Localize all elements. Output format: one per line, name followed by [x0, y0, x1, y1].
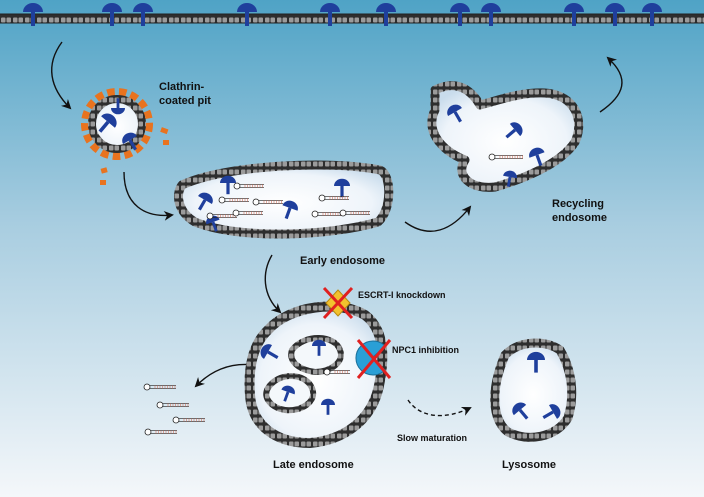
hairpin-rna-icon	[218, 196, 249, 204]
receptor-icon	[220, 175, 236, 195]
internal-receptors	[98, 98, 561, 420]
receptor-icon	[111, 98, 125, 115]
receptor-icon	[133, 3, 153, 26]
clathrin-pit-label-line2: coated pit	[159, 95, 211, 107]
plasma-membrane	[0, 13, 704, 24]
receptor-icon	[312, 339, 326, 356]
receptor-icon	[260, 344, 279, 359]
receptor-icon	[564, 3, 584, 26]
receptor-icon	[503, 170, 517, 187]
hairpin-rna-icon	[311, 210, 342, 218]
arrow-endocytosis	[51, 41, 72, 110]
receptor-icon	[320, 3, 340, 26]
hairpin-rna-icon	[156, 401, 189, 409]
late-endosome-label: Late endosome	[273, 459, 354, 471]
hairpin-rna-icon	[323, 368, 350, 376]
recycling-endosome-label-line1: Recycling	[552, 198, 604, 210]
slow-maturation-label: Slow maturation	[397, 433, 467, 443]
receptor-icon	[642, 3, 662, 26]
escrt-knockdown-label: ESCRT-I knockdown	[358, 290, 446, 300]
clathrin-pit-label-line1: Clathrin-	[159, 81, 205, 93]
escrt-block-icon	[322, 286, 354, 320]
receptor-icon	[481, 3, 501, 26]
receptor-icon	[447, 104, 462, 123]
receptor-icon	[237, 3, 257, 26]
receptor-icon	[198, 192, 213, 211]
arrow-pit-to-early	[123, 171, 174, 221]
hairpin-rna-icon	[233, 182, 264, 190]
receptor-icon	[542, 404, 561, 419]
lysosome-label: Lysosome	[502, 459, 556, 471]
recycling-endosome	[427, 81, 584, 192]
hairpin-rna-icon	[232, 209, 263, 217]
hairpin-rna-icon	[252, 198, 283, 206]
receptor-icon	[281, 385, 295, 402]
arrow-early-to-late	[264, 254, 282, 314]
receptor-icon	[527, 351, 545, 373]
arrow-slow-maturation	[407, 399, 472, 417]
surface-receptors	[23, 3, 662, 26]
receptor-icon	[376, 3, 396, 26]
receptor-icon	[505, 122, 523, 139]
hairpin-rna-icon	[339, 209, 370, 217]
receptor-icon	[450, 3, 470, 26]
receptor-icon	[122, 132, 137, 151]
npc1-inhibition-label: NPC1 inhibition	[392, 345, 459, 355]
receptor-icon	[605, 3, 625, 26]
receptor-icon	[282, 200, 298, 220]
hairpin-rna-icon	[143, 383, 176, 391]
hairpin-rna-icon	[488, 153, 523, 161]
hairpin-rna-icon	[172, 416, 205, 424]
receptor-icon	[23, 3, 43, 26]
receptor-icon	[529, 147, 545, 167]
recycling-endosome-label-line2: endosome	[552, 212, 607, 224]
npc1-pacman-icon	[355, 339, 392, 379]
hairpin-rnas	[143, 153, 523, 436]
receptor-icon	[321, 398, 335, 415]
arrow-recycling-to-surface	[599, 56, 623, 113]
receptor-icon	[334, 178, 350, 198]
arrow-early-to-recycling	[404, 205, 472, 232]
receptor-icon	[98, 113, 117, 133]
early-endosome-label: Early endosome	[300, 255, 385, 267]
late-endosome	[244, 301, 388, 448]
receptor-icon	[102, 3, 122, 26]
receptor-icon	[512, 402, 529, 420]
hairpin-rna-icon	[318, 194, 349, 202]
hairpin-rna-icon	[144, 428, 177, 436]
clathrin-coated-pit	[81, 88, 169, 185]
